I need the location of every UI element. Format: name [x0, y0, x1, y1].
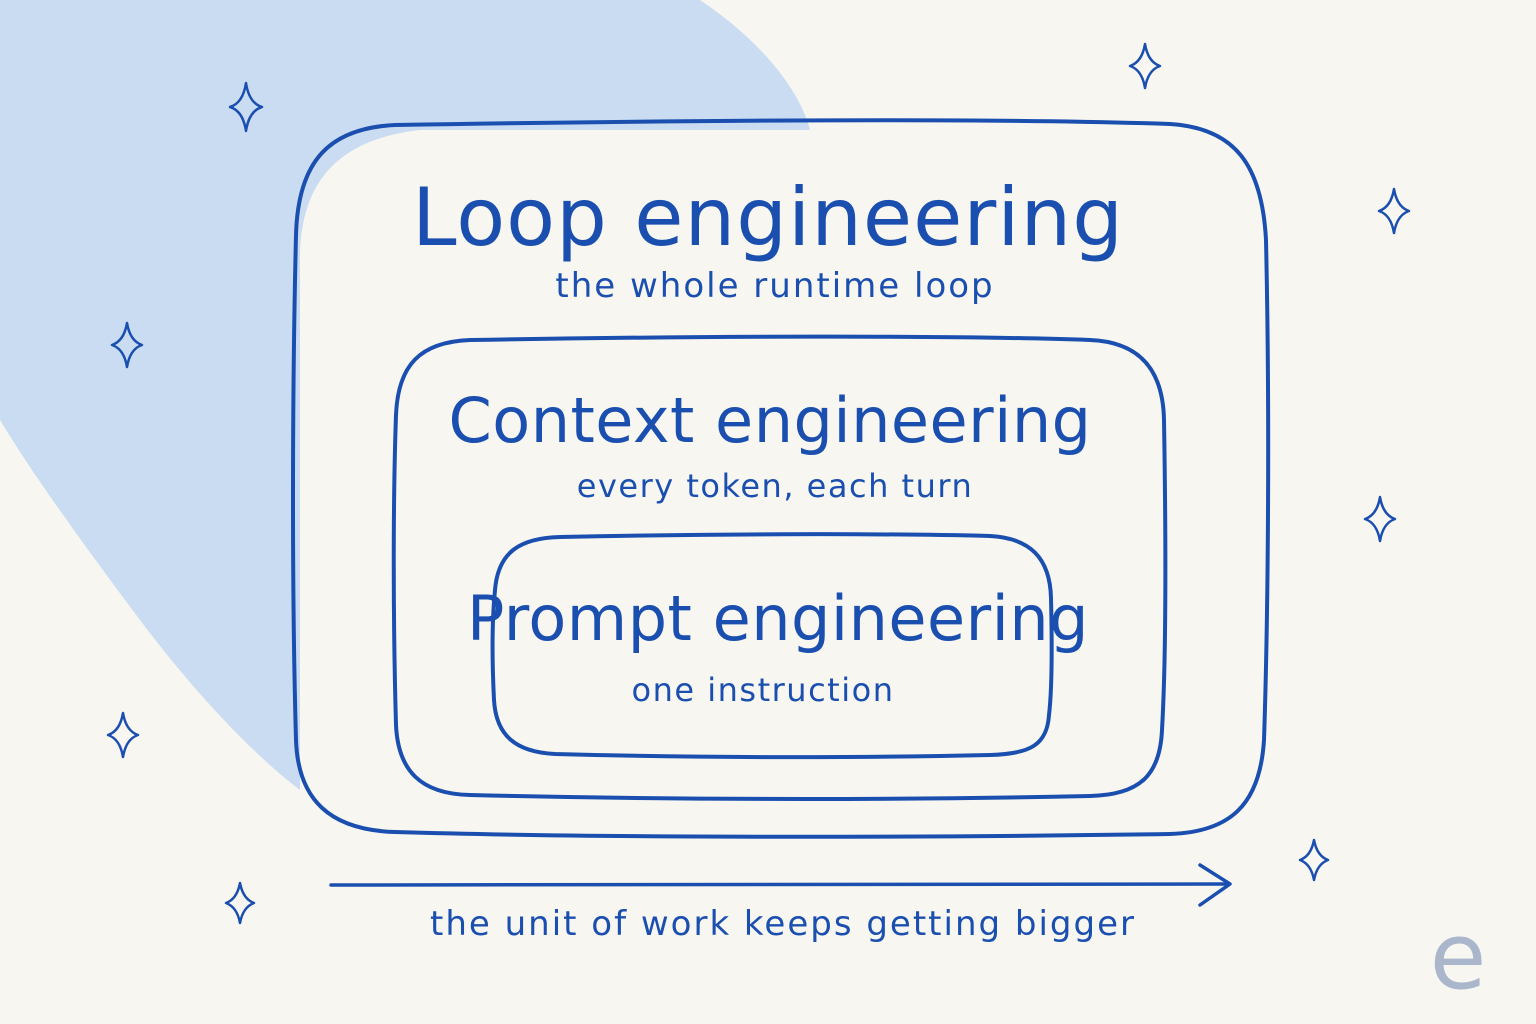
arrow-shaft: [329, 882, 1230, 887]
middle-box-subtitle: every token, each turn: [577, 467, 973, 505]
growth-arrow: [329, 863, 1232, 907]
logo-letter: e: [1430, 903, 1487, 1010]
outer-box: [291, 118, 1271, 839]
inner-box-subtitle: one instruction: [632, 671, 895, 709]
outer-box-title: Loop engineering: [412, 171, 1124, 264]
four-point-star-icon: [110, 321, 144, 369]
four-point-star-icon: [1363, 495, 1397, 543]
four-point-star-icon: [106, 711, 140, 759]
four-point-star-icon: [1377, 187, 1411, 235]
four-point-star-icon: [1128, 42, 1162, 90]
inner-box-title: Prompt engineering: [467, 582, 1089, 655]
middle-box-title: Context engineering: [448, 384, 1091, 457]
background-blob: [0, 0, 810, 790]
middle-box: [391, 334, 1168, 801]
arrow-head: [1198, 863, 1232, 907]
outer-box-subtitle: the whole runtime loop: [555, 266, 994, 306]
four-point-star-icon: [1298, 838, 1330, 882]
arrow-caption: the unit of work keeps getting bigger: [430, 904, 1136, 944]
four-point-star-icon: [224, 881, 256, 925]
sparkles: [106, 42, 1411, 925]
four-point-star-icon: [228, 81, 264, 133]
inner-box: [490, 532, 1054, 760]
